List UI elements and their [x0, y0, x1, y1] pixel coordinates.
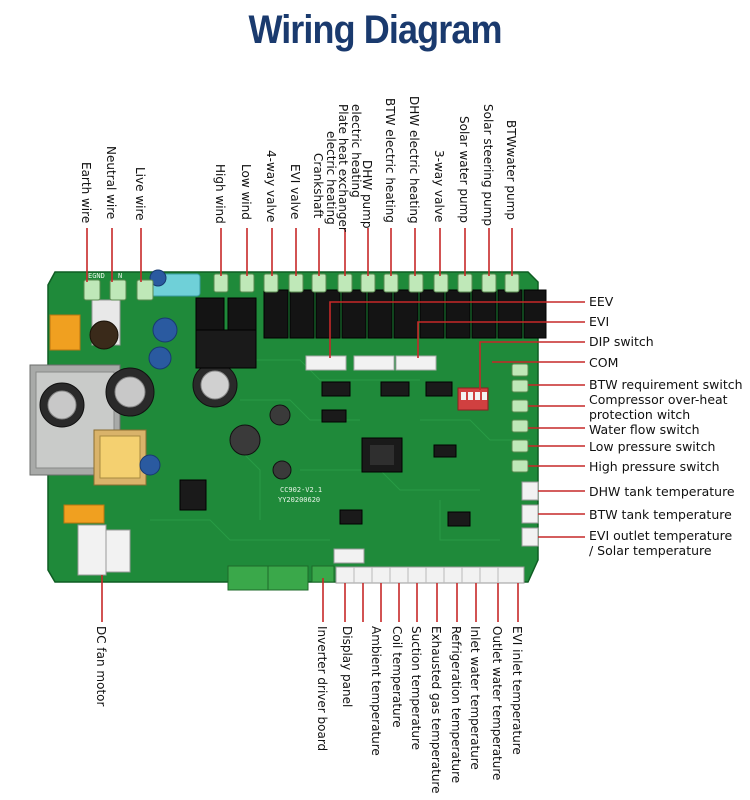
label-outlet-water-temperature: Outlet water temperature [490, 626, 504, 780]
label-high-wind: High wind [213, 164, 227, 224]
label-4-way-valve: 4-way valve [264, 150, 278, 222]
label-solar-water-pump: Solar water pump [457, 116, 471, 223]
label-live-wire: Live wire [133, 167, 147, 221]
label-evi-outlet-line1: EVI outlet temperature [589, 528, 732, 543]
label-high-pressure-switch: High pressure switch [589, 459, 720, 474]
label-btw-requirement-switch: BTW requirement switch [589, 377, 743, 392]
label-dhw-tank-temperature: DHW tank temperature [589, 484, 735, 499]
label-low-pressure-switch: Low pressure switch [589, 439, 715, 454]
label-earth-wire: Earth wire [79, 162, 93, 223]
label-plate-heat-line2: electric heating [349, 104, 363, 198]
label-compressor-line1: Compressor over-heat [589, 392, 728, 407]
pcb-board: CC902-V2.1 YY20200620 EGND N [29, 269, 547, 591]
label-btw-electric-heating: BTW electric heating [383, 98, 397, 223]
label-suction-temperature: Suction temperature [409, 626, 423, 750]
label-refrigeration-temperature: Refrigeration temperature [449, 626, 463, 783]
label-inverter-driver-board: Inverter driver board [315, 626, 329, 751]
diagram-title: Wiring Diagram [248, 8, 502, 52]
label-low-wind: Low wind [239, 164, 253, 220]
label-btw-tank-temperature: BTW tank temperature [589, 507, 732, 522]
silk-egnd: EGND [88, 272, 105, 280]
label-water-flow-switch: Water flow switch [589, 422, 700, 437]
label-display-panel: Display panel [340, 626, 354, 707]
label-plate-heat-line1: Plate heat exchanger [336, 104, 350, 232]
label-evi: EVI [589, 314, 609, 329]
label-dc-fan-motor: DC fan motor [94, 626, 108, 707]
label-solar-steering-pump: Solar steering pump [481, 104, 495, 226]
silk-date: YY20200620 [278, 496, 320, 504]
label-eev: EEV [589, 294, 614, 309]
label-crankshaft-line1: Crankshaft [311, 153, 325, 218]
label-coil-temperature: Coil temperature [390, 626, 404, 728]
silk-n: N [118, 272, 122, 280]
label-btwwater-pump: BTWwater pump [504, 120, 518, 220]
label-compressor-line2: protection witch [589, 407, 690, 422]
label-exhausted-gas-temperature: Exhausted gas temperature [429, 626, 443, 793]
label-evi-inlet-temperature: EVI inlet temperature [510, 626, 524, 755]
label-dhw-electric-heating: DHW electric heating [407, 96, 421, 224]
label-ambient-temperature: Ambient temperature [369, 626, 383, 756]
label-com: COM [589, 355, 618, 370]
label-neutral-wire: Neutral wire [104, 146, 118, 219]
silk-model: CC902-V2.1 [280, 486, 322, 494]
label-evi-outlet-line2: / Solar temperature [589, 543, 712, 558]
label-evi-valve: EVI valve [288, 164, 302, 219]
label-3-way-valve: 3-way valve [432, 150, 446, 222]
label-inlet-water-temperature: Inlet water temperature [468, 626, 482, 770]
label-dhw-pump: DHW pump [360, 160, 374, 228]
label-dip-switch: DIP switch [589, 334, 654, 349]
label-crankshaft-line2: electric heating [324, 131, 338, 225]
